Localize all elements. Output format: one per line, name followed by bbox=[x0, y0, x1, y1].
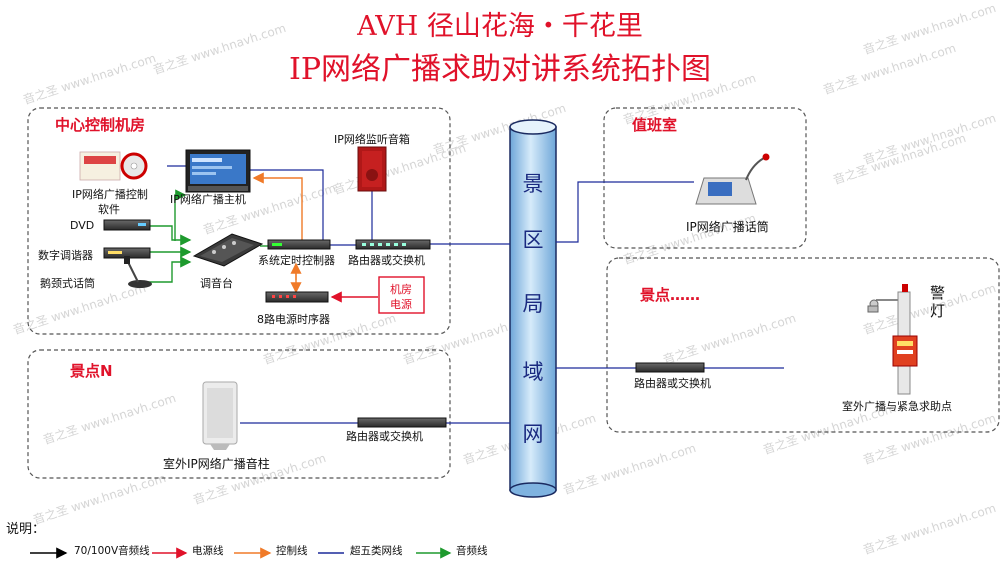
lan-char-2: 区 bbox=[522, 228, 544, 252]
label-paging-mic: IP网络广播话筒 bbox=[686, 220, 769, 234]
label-help-point: 室外广播与紧急求助点 bbox=[842, 400, 952, 413]
title-line-1: AVH 径山花海・千花里 bbox=[357, 11, 643, 42]
label-broadcast-host: IP网络广播主机 bbox=[170, 193, 246, 206]
label-power-sequencer: 8路电源时序器 bbox=[257, 313, 330, 326]
label-router-spot: 路由器或交换机 bbox=[634, 377, 711, 390]
router-center-image bbox=[355, 239, 431, 250]
zone-title-spot-many: 景点…… bbox=[640, 286, 701, 304]
broadcast-host-image bbox=[185, 149, 251, 193]
label-router-center: 路由器或交换机 bbox=[348, 254, 425, 267]
router-n-image bbox=[357, 417, 447, 428]
legend-item-audio-line: 音频线 bbox=[456, 545, 488, 557]
timer-controller-image bbox=[267, 239, 331, 250]
room-power-box bbox=[378, 276, 425, 314]
paging-mic-image bbox=[695, 153, 770, 205]
label-control-software-1: IP网络广播控制 bbox=[72, 188, 148, 201]
zone-title-control-room: 中心控制机房 bbox=[55, 116, 146, 134]
label-timer-controller: 系统定时控制器 bbox=[258, 254, 335, 267]
gooseneck-mic-image bbox=[124, 256, 152, 288]
lan-char-3: 局 bbox=[522, 292, 544, 316]
speaker-column-image bbox=[202, 381, 238, 450]
monitor-speaker-image bbox=[357, 146, 387, 192]
label-room-power-1: 机房 bbox=[390, 283, 412, 296]
legend-item-control-line: 控制线 bbox=[276, 545, 308, 557]
zone-title-spot-n: 景点N bbox=[70, 362, 113, 380]
spot-n-zone bbox=[27, 349, 451, 479]
lan-char-5: 网 bbox=[522, 422, 544, 446]
legend-item-network-line: 超五类网线 bbox=[350, 545, 403, 557]
label-room-power-2: 电源 bbox=[390, 298, 412, 311]
label-gooseneck-mic: 鹅颈式话筒 bbox=[40, 277, 95, 290]
duty-room-zone bbox=[603, 107, 807, 249]
label-control-software-2: 软件 bbox=[98, 203, 120, 216]
zone-title-duty-room: 值班室 bbox=[632, 116, 678, 134]
label-alarm-light-1: 警 bbox=[930, 284, 946, 302]
label-digital-tuner: 数字调谐器 bbox=[38, 249, 93, 262]
label-mixer: 调音台 bbox=[200, 277, 233, 290]
label-monitor-speaker: IP网络监听音箱 bbox=[334, 133, 410, 146]
spot-many-zone bbox=[606, 257, 1000, 433]
label-dvd: DVD bbox=[70, 219, 95, 232]
power-sequencer-image bbox=[265, 291, 329, 303]
label-router-n: 路由器或交换机 bbox=[346, 430, 423, 443]
control-room-zone bbox=[27, 107, 451, 335]
mixer-image bbox=[192, 233, 264, 267]
legend-item-speaker-line: 70/100V音频线 bbox=[74, 545, 150, 557]
help-point-image bbox=[867, 284, 918, 395]
legend-item-power-line: 电源线 bbox=[192, 545, 224, 557]
label-speaker-column: 室外IP网络广播音柱 bbox=[163, 457, 270, 471]
label-alarm-light-2: 灯 bbox=[930, 302, 946, 320]
control-software-image bbox=[79, 151, 148, 181]
router-spot-image bbox=[635, 362, 705, 373]
dvd-image bbox=[103, 219, 151, 231]
network-lines bbox=[167, 165, 784, 424]
title-line-2: IP网络广播求助对讲系统拓扑图 bbox=[288, 52, 712, 87]
legend-title: 说明： bbox=[6, 522, 46, 537]
lan-char-4: 域 bbox=[522, 360, 544, 384]
control-lines bbox=[252, 172, 303, 294]
audio-lines bbox=[138, 189, 272, 283]
lan-char-1: 景 bbox=[522, 172, 544, 196]
